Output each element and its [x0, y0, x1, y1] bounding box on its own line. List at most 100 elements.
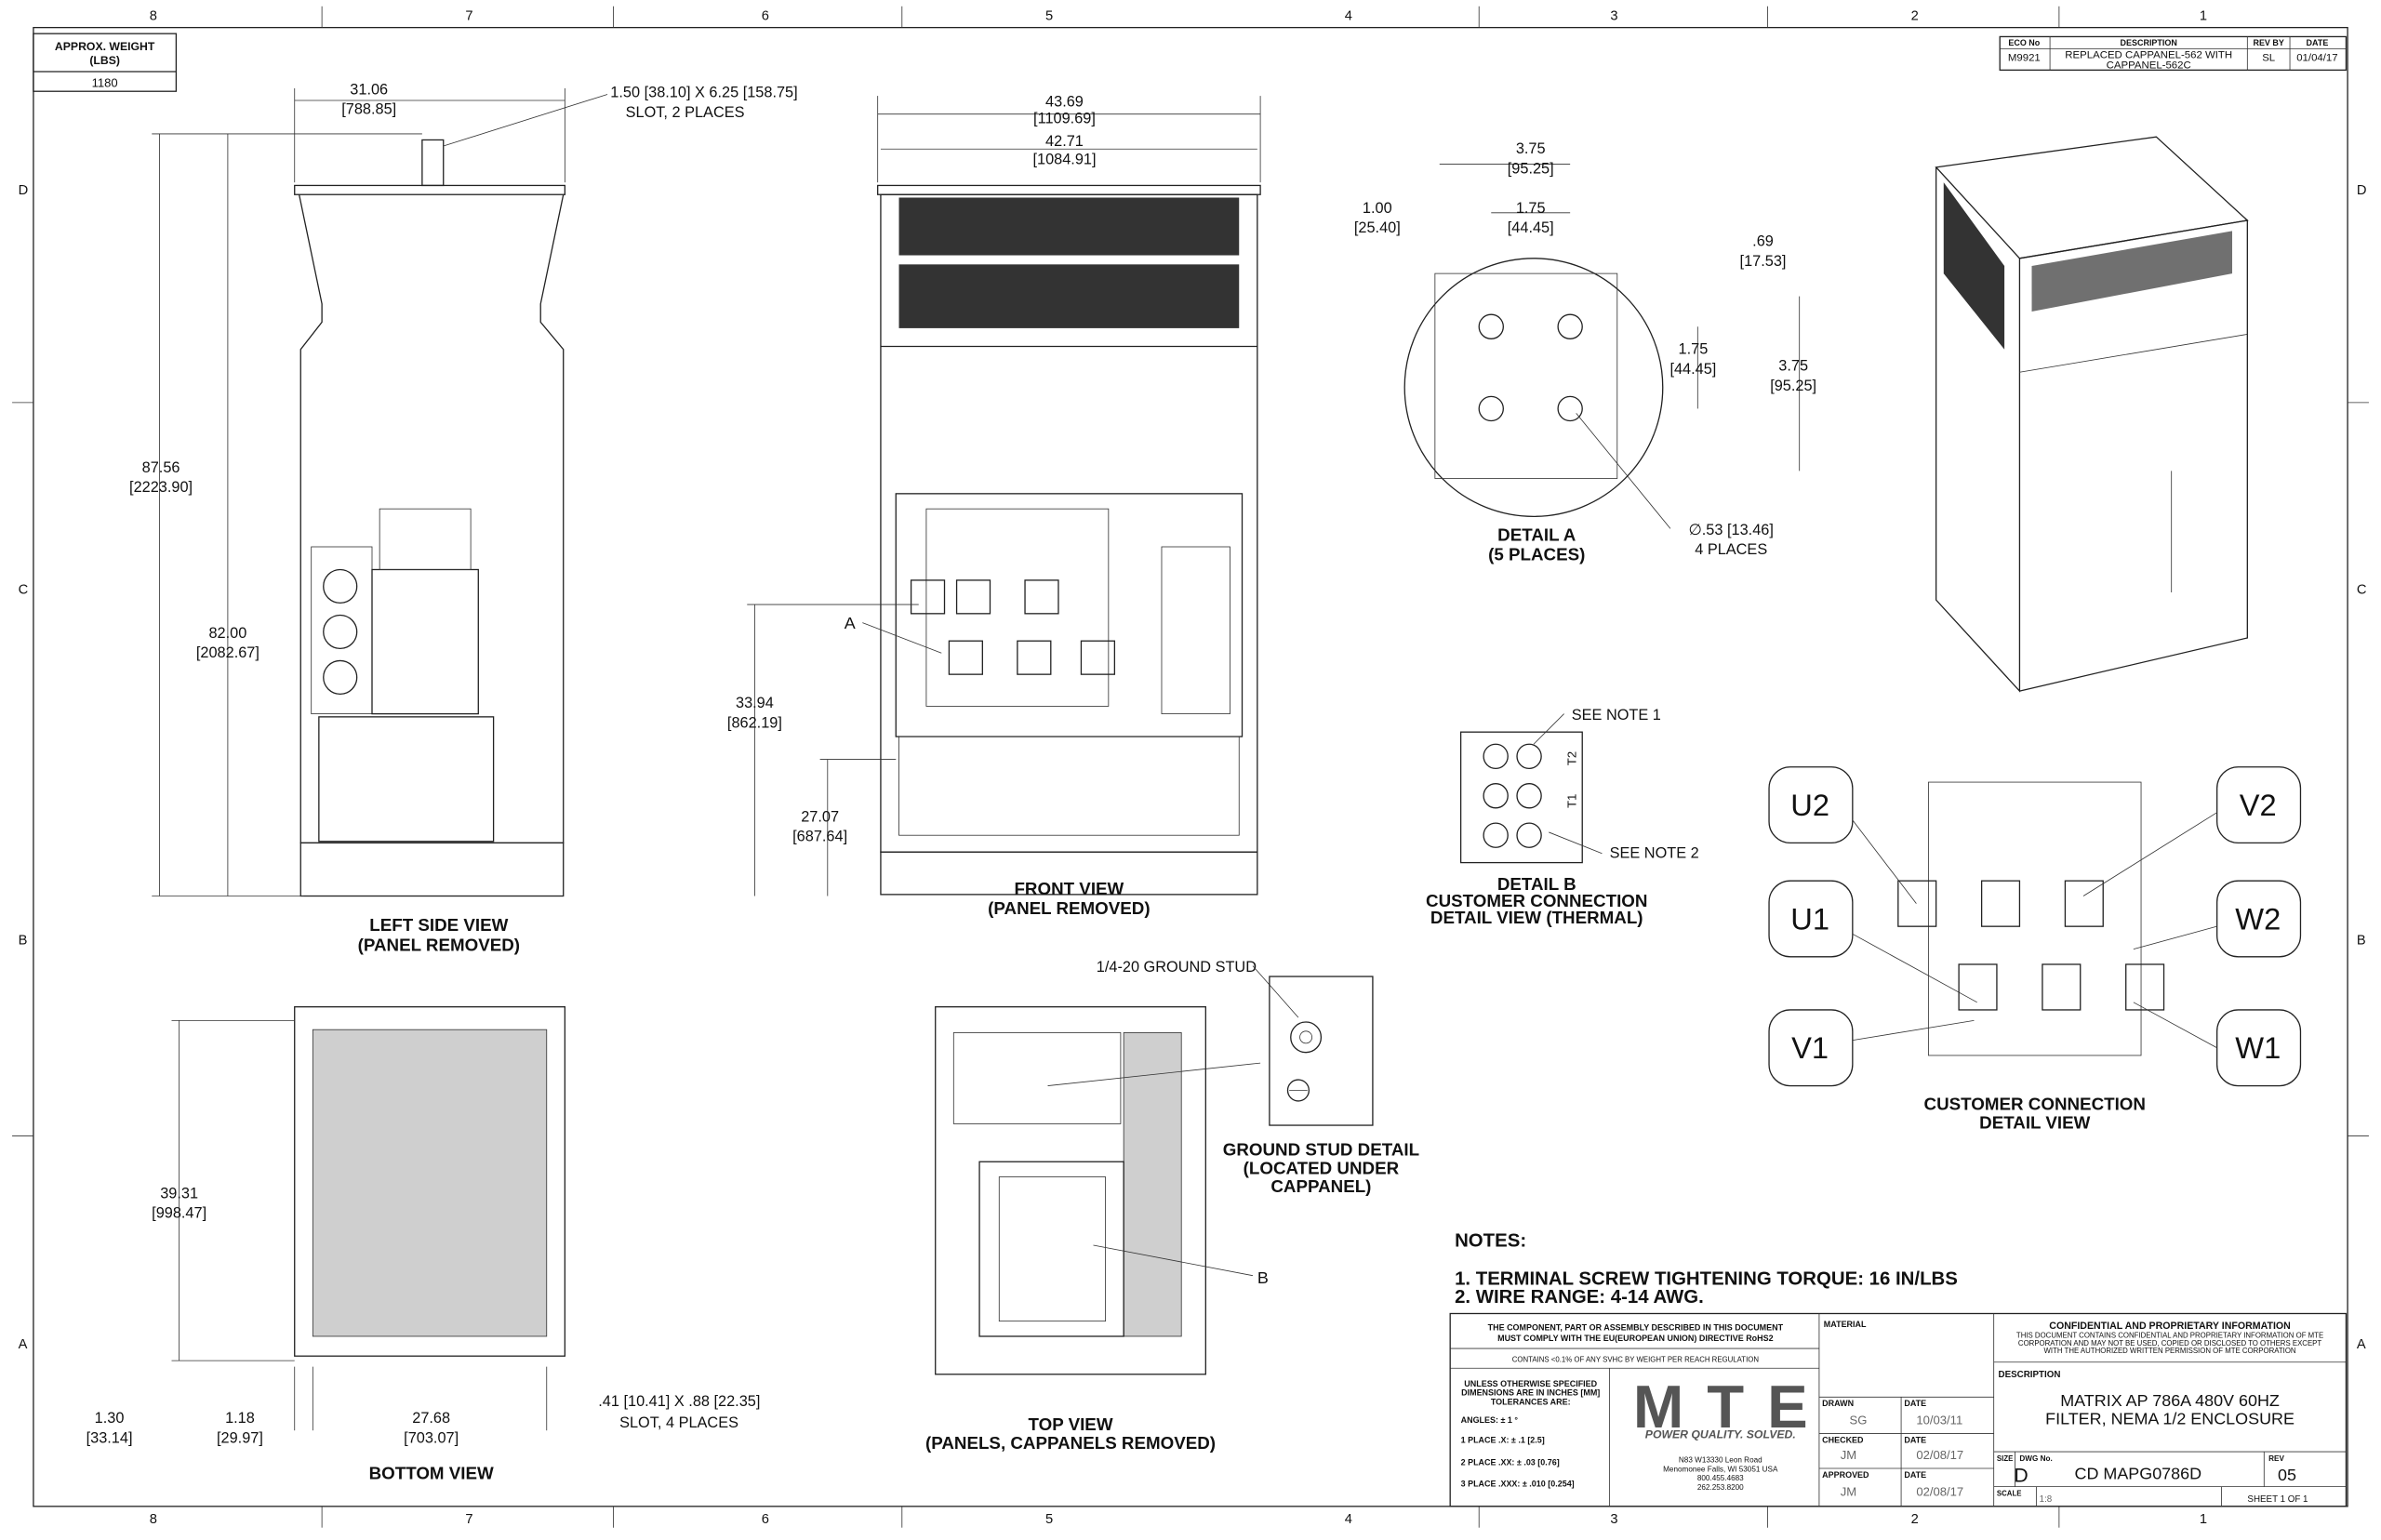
- zone-8: 8: [150, 8, 157, 23]
- ground-stud-label: 1/4-20 GROUND STUD: [1097, 959, 1257, 976]
- customer-connection-view: U2 V2 U1 W2 V1 W1 CUSTOMER CONNECTION DE…: [1768, 766, 2302, 1132]
- detail-b-subtitle: CUSTOMER CONNECTION: [1426, 891, 1647, 910]
- zone-d: D: [19, 183, 29, 198]
- note-1: 1. TERMINAL SCREW TIGHTENING TORQUE: 16 …: [1455, 1268, 1958, 1289]
- drawn-by: SG: [1850, 1414, 1868, 1427]
- mte-logo: MTE: [1633, 1373, 1808, 1440]
- weight-value: 1180: [92, 75, 118, 89]
- zone-b: B: [19, 934, 28, 949]
- zone-7-bottom: 7: [465, 1512, 472, 1527]
- note-2: 2. WIRE RANGE: 4-14 AWG.: [1455, 1287, 1704, 1308]
- zone-5: 5: [1045, 8, 1053, 23]
- zone-1: 1: [2200, 8, 2207, 23]
- dwg-number-label: DWG No.: [2019, 1454, 2052, 1463]
- zone-1-bottom: 1: [2200, 1512, 2207, 1527]
- dim-width-mm: [788.85]: [341, 101, 396, 118]
- rohs-line-2: MUST COMPLY WITH THE EU(EUROPEAN UNION) …: [1497, 1334, 1774, 1343]
- top-view-subtitle: (PANELS, CAPPANELS REMOVED): [925, 1433, 1216, 1453]
- top-view-title: TOP VIEW: [1028, 1414, 1112, 1434]
- zone-labels: 8 7 6 5 4 3 2 1 8 7 6 5 4 3 2 1 D C B A …: [19, 8, 2367, 1526]
- confidential-title: CONFIDENTIAL AND PROPRIETARY INFORMATION: [2049, 1321, 2291, 1332]
- left-side-view-title: LEFT SIDE VIEW: [369, 915, 508, 935]
- dim-bottom-a-mm: [33.14]: [86, 1429, 133, 1446]
- dim-c-mm: [25.40]: [1354, 219, 1401, 236]
- see-note-1: SEE NOTE 1: [1572, 707, 1661, 724]
- left-side-view: 31.06 [788.85] 1.50 [38.10] X 6.25 [158.…: [129, 81, 798, 954]
- rev-header-by: REV BY: [2253, 38, 2283, 47]
- dim-bottom-h-mm: [998.47]: [152, 1205, 206, 1222]
- rev-header-desc: DESCRIPTION: [2121, 38, 2177, 47]
- rev-header-date: DATE: [2307, 38, 2329, 47]
- dim-hole-note: 4 PLACES: [1695, 541, 1767, 558]
- bottom-view-title: BOTTOM VIEW: [369, 1463, 494, 1482]
- rev-desc-2: CAPPANEL-562C: [2107, 60, 2191, 72]
- zone-8-bottom: 8: [150, 1512, 157, 1527]
- zone-5-bottom: 5: [1045, 1512, 1053, 1527]
- scale-value: 1:8: [2040, 1494, 2053, 1505]
- dim-front-h1-mm: [862.19]: [727, 714, 782, 731]
- zone-2: 2: [1911, 8, 1919, 23]
- confidential-line-3: WITH THE AUTHORIZED WRITTEN PERMISSION O…: [2044, 1347, 2296, 1355]
- detail-b-subtitle2: DETAIL VIEW (THERMAL): [1430, 908, 1643, 927]
- address-2: Menomonee Falls, WI 53051 USA: [1663, 1465, 1778, 1473]
- reach-statement: CONTAINS <0.1% OF ANY SVHC BY WEIGHT PER…: [1512, 1356, 1760, 1364]
- dim-bottom-slot-note: SLOT, 4 PLACES: [619, 1414, 738, 1431]
- notes-heading: NOTES:: [1455, 1231, 1526, 1252]
- checked-label: CHECKED: [1822, 1435, 1864, 1444]
- dim-front-width2: 42.71: [1045, 133, 1084, 150]
- confidential-line-1: THIS DOCUMENT CONTAINS CONFIDENTIAL AND …: [2016, 1332, 2323, 1340]
- dwg-number: CD MAPG0786D: [2074, 1464, 2201, 1482]
- terminal-w2: W2: [2235, 901, 2281, 936]
- scale-label: SCALE: [1997, 1489, 2022, 1497]
- dim-height-total-mm: [2223.90]: [129, 479, 193, 496]
- tolerance-line-1: UNLESS OTHERWISE SPECIFIED: [1464, 1379, 1597, 1388]
- dim-e-mm: [44.45]: [1669, 361, 1716, 378]
- revision-block: ECO No DESCRIPTION REV BY DATE M9921 REP…: [1999, 35, 2348, 72]
- dim-bottom-w-mm: [703.07]: [404, 1429, 459, 1446]
- dim-front-width: 43.69: [1045, 94, 1084, 111]
- terminal-w1: W1: [2235, 1030, 2281, 1065]
- weight-header: APPROX. WEIGHT: [55, 40, 155, 53]
- dim-a: 3.75: [1516, 140, 1546, 157]
- checked-date: 02/08/17: [1916, 1448, 1963, 1462]
- drawn-date: 10/03/11: [1916, 1414, 1962, 1427]
- dim-front-h2-mm: [687.64]: [792, 829, 847, 845]
- rev-date: 01/04/17: [2296, 53, 2337, 64]
- sheet-size: D: [2014, 1466, 2028, 1487]
- dim-bottom-a: 1.30: [95, 1410, 125, 1427]
- terminal-u1: U1: [1790, 901, 1829, 936]
- title-block: THE COMPONENT, PART OR ASSEMBLY DESCRIBE…: [1449, 1312, 2348, 1507]
- dim-bottom-b-mm: [29.97]: [217, 1429, 263, 1446]
- material-label: MATERIAL: [1824, 1320, 1867, 1329]
- top-view: 1/4-20 GROUND STUD B TOP VIEW (PANELS, C…: [925, 959, 1299, 1453]
- approved-by: JM: [1841, 1484, 1856, 1498]
- left-side-view-subtitle: (PANEL REMOVED): [358, 935, 520, 954]
- zone-c: C: [19, 583, 29, 598]
- t2-label: T2: [1565, 751, 1579, 765]
- zone-a: A: [19, 1337, 28, 1352]
- description-label: DESCRIPTION: [1999, 1370, 2061, 1380]
- zone-b-right: B: [2357, 934, 2366, 949]
- dim-bottom-slot: .41 [10.41] X .88 [22.35]: [598, 1393, 760, 1410]
- checked-date-label: DATE: [1904, 1435, 1926, 1444]
- bottom-view: 39.31 [998.47] 1.30 [33.14] 1.18 [29.97]…: [86, 1006, 760, 1482]
- dim-f: 3.75: [1778, 358, 1808, 375]
- zone-6: 6: [762, 8, 769, 23]
- zone-d-right: D: [2357, 183, 2367, 198]
- terminal-v2: V2: [2240, 788, 2277, 822]
- detail-a: 3.75 [95.25] 1.75 [44.45] 1.00 [25.40] .…: [1354, 140, 1816, 564]
- dim-front-width-mm: [1109.69]: [1033, 110, 1096, 126]
- dim-d: .69: [1752, 233, 1774, 250]
- dim-d-mm: [17.53]: [1740, 253, 1787, 270]
- rev-by: SL: [2262, 53, 2275, 64]
- drawn-label: DRAWN: [1822, 1399, 1854, 1408]
- callout-a: A: [845, 614, 856, 632]
- dim-front-h1: 33.94: [736, 695, 774, 711]
- confidential-line-2: CORPORATION AND MAY NOT BE USED, COPIED …: [2018, 1339, 2321, 1348]
- tolerance-3-place: 3 PLACE .XXX: ± .010 [0.254]: [1461, 1480, 1575, 1489]
- drawn-date-label: DATE: [1904, 1399, 1926, 1408]
- dim-b: 1.75: [1516, 200, 1546, 217]
- dim-slot: 1.50 [38.10] X 6.25 [158.75]: [610, 85, 797, 101]
- tolerance-2-place: 2 PLACE .XX: ± .03 [0.76]: [1461, 1458, 1560, 1467]
- rev-value: 05: [2278, 1466, 2296, 1484]
